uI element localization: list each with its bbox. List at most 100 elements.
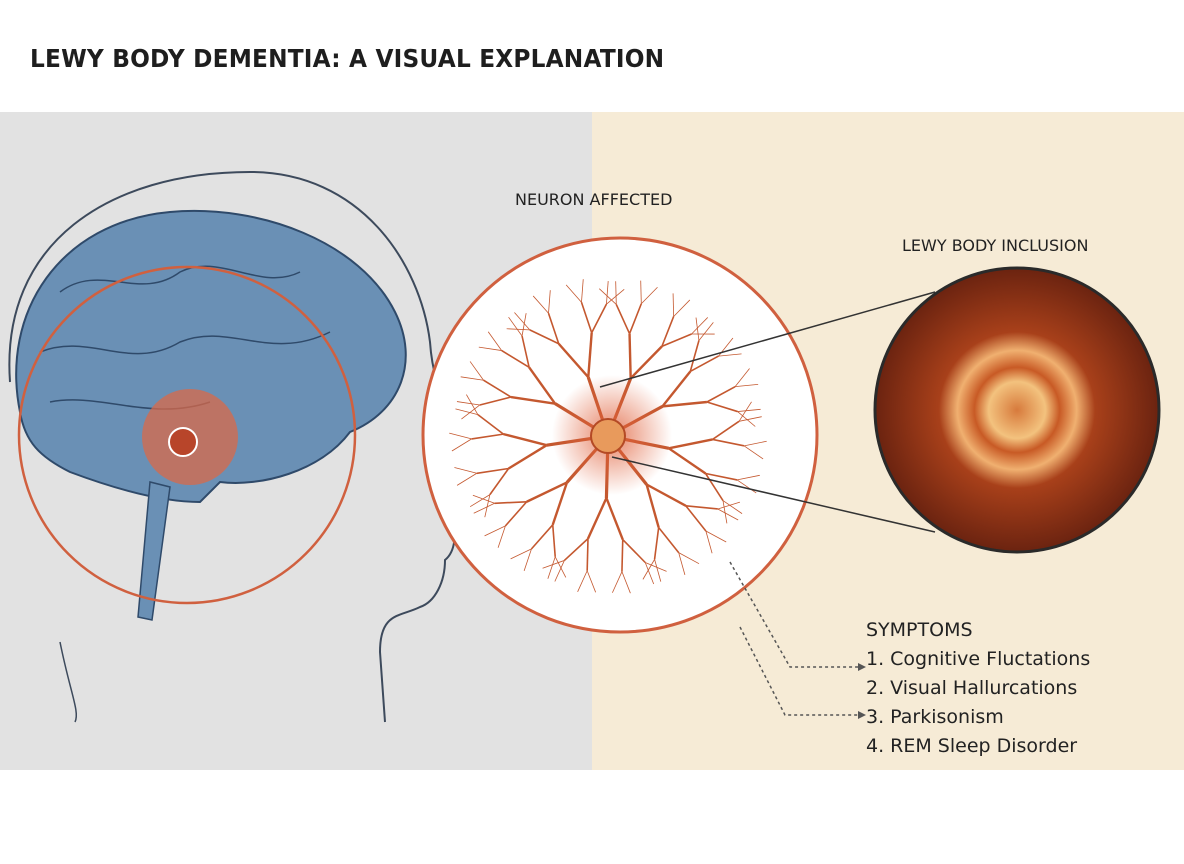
dendrite bbox=[606, 281, 609, 305]
dendrite bbox=[529, 329, 560, 345]
dendrite bbox=[504, 501, 528, 527]
dendrite bbox=[668, 447, 707, 475]
dendrite bbox=[548, 290, 551, 314]
dendrite bbox=[501, 349, 530, 369]
symptom-item: 2. Visual Hallurcations bbox=[866, 677, 1078, 699]
dendrite bbox=[661, 316, 675, 347]
dendrite bbox=[698, 322, 714, 341]
dendrite bbox=[523, 548, 532, 571]
dendrite bbox=[554, 560, 565, 582]
dendrite bbox=[605, 497, 624, 540]
dendrite bbox=[691, 317, 709, 335]
dendrite bbox=[590, 303, 608, 334]
dendrite bbox=[476, 467, 509, 475]
dendrite bbox=[557, 342, 590, 379]
dendrite bbox=[705, 530, 727, 543]
dendrite bbox=[577, 570, 588, 593]
dendrite bbox=[455, 408, 478, 416]
dendrite bbox=[629, 345, 663, 380]
dendrite bbox=[737, 474, 760, 481]
dendrite bbox=[640, 280, 642, 304]
dendrite bbox=[685, 505, 718, 510]
dendrite bbox=[497, 525, 506, 548]
dendrite bbox=[508, 316, 523, 337]
dendrite bbox=[642, 559, 655, 580]
dendrite bbox=[705, 530, 713, 554]
dendrite bbox=[599, 288, 617, 305]
dendrite bbox=[734, 368, 750, 387]
dendrite bbox=[581, 279, 584, 303]
dendrite bbox=[547, 556, 556, 579]
dendrite bbox=[528, 366, 557, 405]
dendrite bbox=[469, 361, 484, 381]
dendrite bbox=[712, 420, 740, 441]
dendrite bbox=[461, 404, 481, 420]
dendrite bbox=[547, 313, 560, 345]
dendrite bbox=[580, 301, 593, 333]
dendrite bbox=[489, 468, 510, 496]
dendrite bbox=[615, 304, 631, 335]
dendrite bbox=[487, 331, 503, 351]
dendrite bbox=[641, 286, 658, 305]
dendrite bbox=[658, 526, 680, 554]
affected-spot bbox=[168, 427, 198, 457]
dendrite bbox=[507, 444, 548, 470]
illustration bbox=[0, 112, 1184, 770]
dendrite bbox=[689, 355, 719, 373]
lewy-body-label: LEWY BODY INCLUSION bbox=[902, 236, 1089, 255]
dendrite bbox=[685, 505, 707, 532]
dendrite bbox=[661, 370, 692, 408]
dendrite bbox=[469, 494, 491, 508]
brain-highlight-circle bbox=[17, 265, 357, 605]
dendrite bbox=[644, 562, 655, 585]
dendrite bbox=[532, 295, 549, 314]
dendrite bbox=[542, 560, 565, 569]
dendrite bbox=[494, 500, 527, 505]
dendrite bbox=[563, 538, 589, 562]
dendrite bbox=[661, 333, 692, 348]
dendrite bbox=[503, 432, 547, 447]
dendrite bbox=[743, 440, 767, 447]
dendrite bbox=[712, 438, 745, 447]
dendrite bbox=[565, 284, 582, 303]
symptom-item: 3. Parkisonism bbox=[866, 706, 1004, 728]
dendrite bbox=[668, 438, 713, 450]
dendrite bbox=[662, 400, 708, 408]
dendrite bbox=[645, 562, 667, 572]
dendrite bbox=[551, 524, 557, 557]
dendrite bbox=[586, 570, 597, 593]
dendrite bbox=[689, 340, 700, 372]
dendrite bbox=[706, 401, 738, 413]
dendrite bbox=[612, 571, 623, 593]
dendrite bbox=[484, 494, 491, 518]
dendrite bbox=[456, 472, 478, 486]
dendrite bbox=[705, 472, 738, 481]
dendrite bbox=[451, 438, 472, 452]
dendrite bbox=[737, 411, 756, 427]
dendrite bbox=[622, 538, 646, 564]
symptom-item: 4. REM Sleep Disorder bbox=[866, 735, 1078, 757]
brainstem bbox=[137, 481, 171, 621]
dendrite bbox=[521, 335, 530, 368]
dendrite bbox=[706, 385, 736, 403]
dendrite bbox=[722, 500, 728, 524]
symptom-item: 1. Cognitive Fluctations bbox=[866, 648, 1091, 670]
dendrite bbox=[479, 396, 512, 406]
dendrite bbox=[678, 552, 686, 576]
dendrite bbox=[483, 379, 512, 398]
symptoms-heading: SYMPTOMS bbox=[866, 619, 973, 641]
dendrite bbox=[736, 479, 757, 494]
dendrite bbox=[695, 317, 700, 341]
dendrite bbox=[653, 527, 660, 560]
dendrite bbox=[471, 433, 504, 440]
dendrite bbox=[606, 289, 625, 305]
dendrite bbox=[514, 312, 531, 331]
dendrite bbox=[473, 502, 495, 514]
dendrite bbox=[628, 333, 632, 379]
dendrite bbox=[526, 481, 568, 503]
dendrite bbox=[530, 524, 554, 550]
dendrite bbox=[735, 383, 759, 388]
page-title: LEWY BODY DEMENTIA: A VISUAL EXPLANATION bbox=[30, 44, 665, 73]
dendrite bbox=[738, 401, 752, 422]
neuron-body bbox=[590, 418, 626, 454]
